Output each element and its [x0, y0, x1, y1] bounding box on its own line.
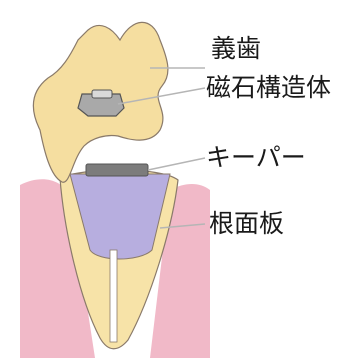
label-denture: 義歯: [211, 36, 261, 61]
label-keeper: キーパー: [206, 145, 306, 170]
keeper: [86, 164, 148, 176]
label-magnet-assembly: 磁石構造体: [206, 75, 331, 100]
root-canal: [110, 250, 117, 342]
leader-line-keeper: [148, 158, 205, 170]
magnet-cap: [92, 90, 112, 98]
label-root-coping: 根面板: [209, 211, 284, 236]
